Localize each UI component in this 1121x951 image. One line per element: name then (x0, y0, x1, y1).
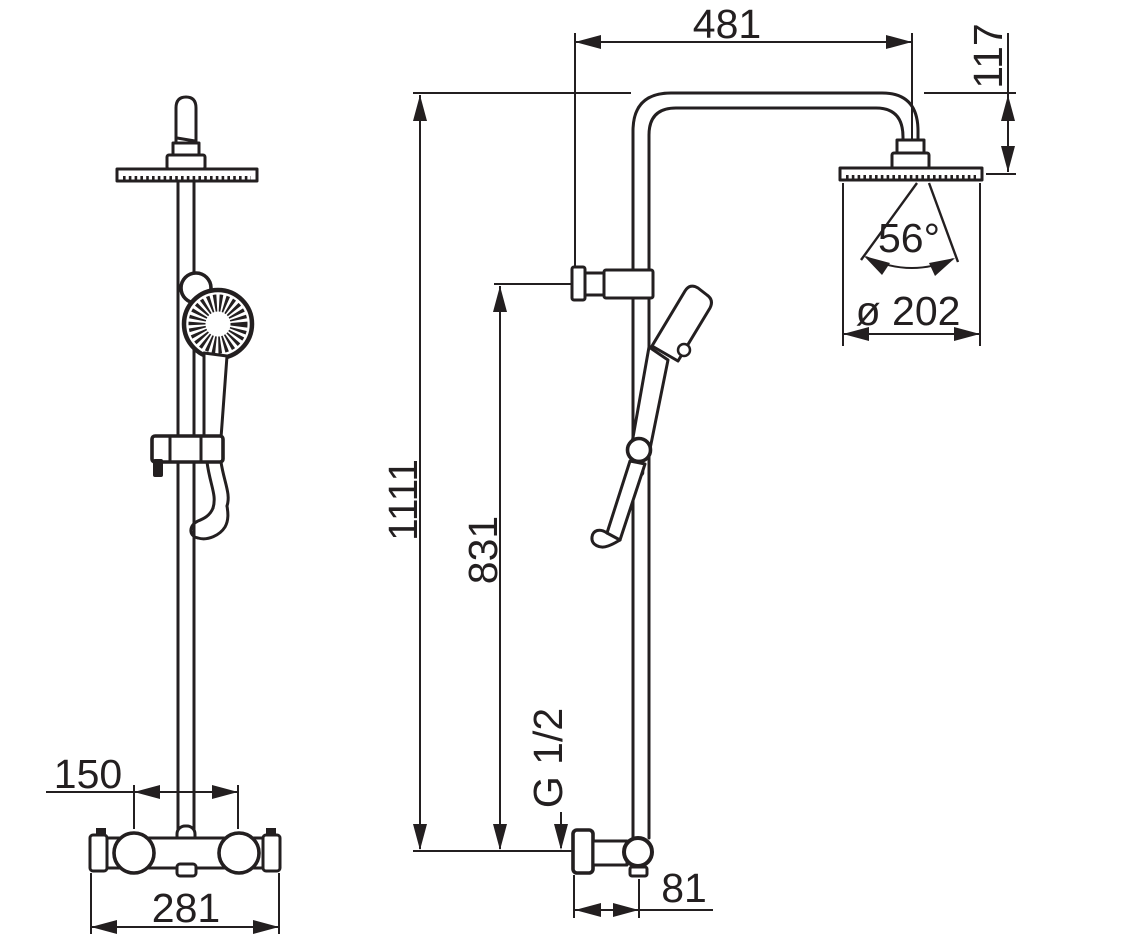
right-connection-nut (217, 831, 261, 875)
wall-bracket-side (570, 265, 655, 302)
riser-pipe-side (631, 91, 920, 840)
hand-shower-inlet (676, 342, 692, 358)
hand-shower-handle-side (630, 345, 670, 451)
overhead-shower-side (838, 166, 984, 182)
dim-head-diameter: ø 202 (842, 183, 981, 346)
handle-grip-side (605, 459, 647, 542)
dim-mixer-depth: 81 (573, 865, 713, 918)
dim-bracket-height: 831 (460, 283, 573, 850)
dim-label-mixer-width: 281 (152, 885, 220, 931)
slider-knob-side (625, 436, 653, 464)
slider-bracket-front (150, 434, 225, 477)
left-handle-cap (88, 833, 109, 873)
dim-label-connection-thread: G 1/2 (525, 708, 571, 808)
dim-connection-spacing: 150 (46, 751, 239, 829)
dim-label-spray-angle: 56° (878, 215, 940, 261)
dim-label-connection-spacing: 150 (54, 751, 122, 797)
slider-lever (153, 459, 163, 477)
dim-label-arm-reach: 481 (693, 1, 761, 47)
hand-shower-handle-front (202, 351, 229, 440)
right-handle-cap (261, 833, 282, 873)
shower-hose-front (189, 460, 230, 541)
overhead-shower-front (115, 167, 259, 183)
hand-shower-head-side (650, 284, 713, 363)
spray-face-center (210, 316, 226, 332)
side-view: 56° ø 202 (380, 1, 1016, 918)
dim-connection-thread: G 1/2 (525, 708, 571, 850)
dim-arm-reach: 481 (574, 1, 913, 267)
dim-spray-angle: 56° (860, 182, 960, 276)
mixer-body-side (591, 839, 629, 867)
dim-label-bracket-height: 831 (460, 516, 506, 584)
mixer-outlet-side (628, 865, 649, 878)
right-handle-nub (266, 828, 276, 837)
dim-label-head-drop: 117 (965, 23, 1011, 88)
hose-outlet (175, 862, 198, 878)
spray-face-ticks (188, 294, 248, 354)
dim-label-total-height: 1111 (380, 459, 426, 541)
dim-total-height: 1111 (380, 92, 631, 852)
left-handle-nub (96, 828, 106, 837)
mixer-side (571, 828, 654, 878)
left-connection-nut (112, 831, 156, 875)
head-connector-side (890, 138, 931, 171)
hose-end-side (590, 528, 622, 549)
dim-label-mixer-depth: 81 (661, 865, 707, 911)
mixer-front (88, 824, 282, 878)
dim-label-head-diameter: ø 202 (856, 288, 961, 334)
dim-mixer-width: 281 (90, 873, 280, 934)
mixer-wall-flange (571, 828, 595, 875)
front-view: 150 281 (46, 95, 282, 934)
dim-head-drop: 117 (924, 23, 1016, 175)
mixer-knob-side (622, 836, 654, 868)
top-cap-front (165, 95, 207, 171)
hand-shower-side (590, 284, 713, 549)
